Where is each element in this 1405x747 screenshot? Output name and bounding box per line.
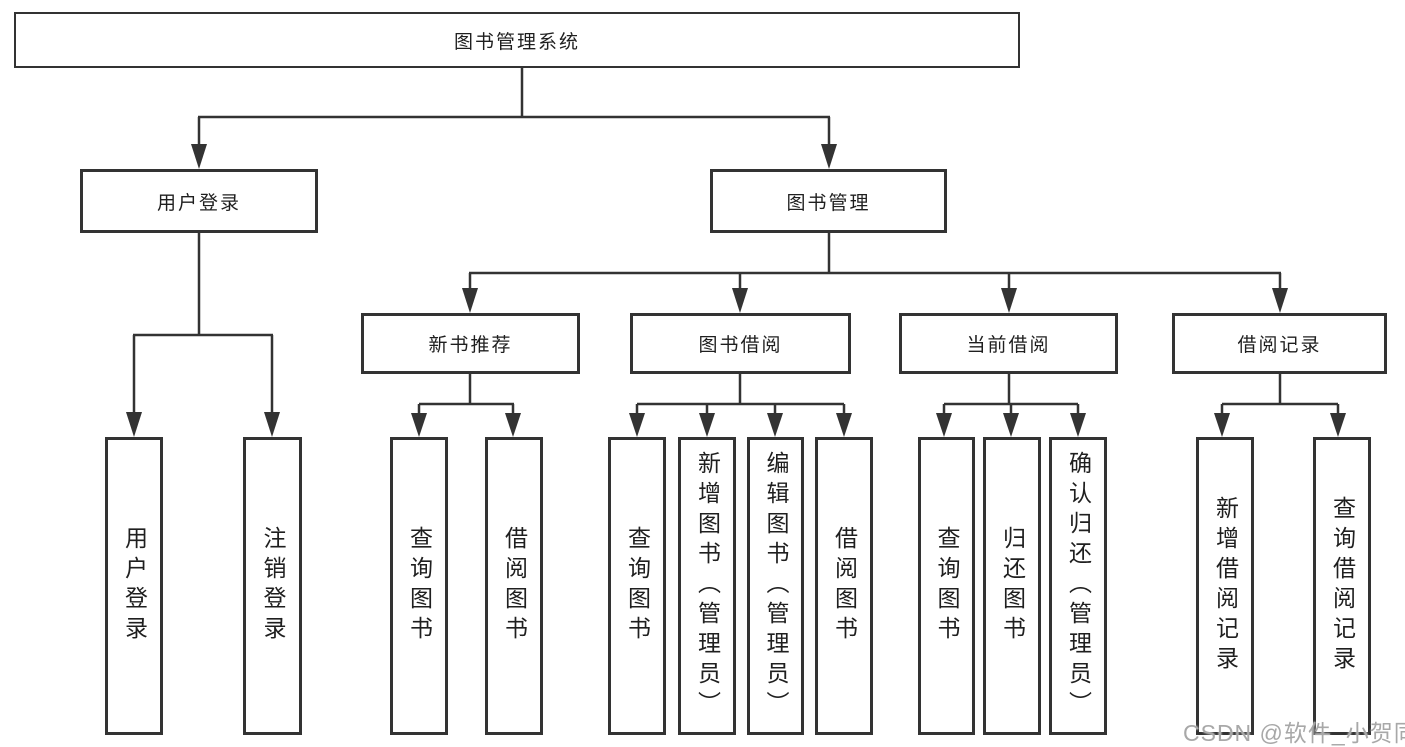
node-leaf-edit-book-admin: 编辑图书（管理员） (747, 437, 804, 735)
node-new-book-recommendation: 新书推荐 (361, 313, 580, 374)
node-leaf-query-books-1: 查询图书 (390, 437, 448, 735)
node-leaf-query-borrow-record: 查询借阅记录 (1313, 437, 1371, 735)
node-leaf-query-books-2: 查询图书 (608, 437, 666, 735)
node-user-login: 用户登录 (80, 169, 318, 233)
node-leaf-add-borrow-record: 新增借阅记录 (1196, 437, 1254, 735)
node-leaf-confirm-return-admin: 确认归还（管理员） (1049, 437, 1107, 735)
node-library-management-system: 图书管理系统 (14, 12, 1020, 68)
node-book-management: 图书管理 (710, 169, 947, 233)
node-book-borrowing: 图书借阅 (630, 313, 851, 374)
node-leaf-add-book-admin: 新增图书（管理员） (678, 437, 736, 735)
node-leaf-return-books: 归还图书 (983, 437, 1041, 735)
node-leaf-logout: 注销登录 (243, 437, 302, 735)
node-leaf-borrow-books-2: 借阅图书 (815, 437, 873, 735)
node-borrowing-records: 借阅记录 (1172, 313, 1387, 374)
node-leaf-user-login: 用户登录 (105, 437, 163, 735)
node-current-borrowing: 当前借阅 (899, 313, 1118, 374)
node-leaf-borrow-books-1: 借阅图书 (485, 437, 543, 735)
node-leaf-query-books-3: 查询图书 (918, 437, 975, 735)
csdn-watermark: CSDN @软件_小贺同学 (1183, 720, 1405, 746)
